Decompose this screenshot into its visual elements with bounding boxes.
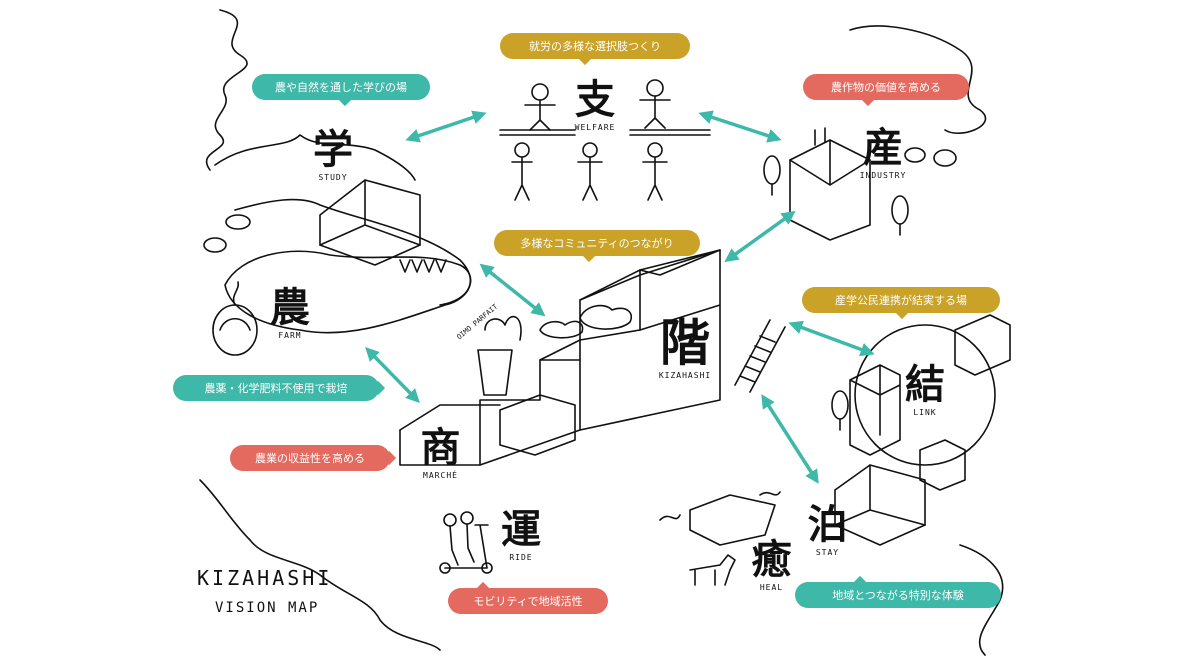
link-label: LINK — [913, 408, 937, 417]
study-kanji: 学 — [313, 127, 353, 173]
welfare-label: WELFARE — [574, 123, 616, 132]
bubble-welfare-text: 就労の多様な選択肢つくり — [529, 40, 661, 53]
potato — [933, 149, 957, 167]
parfait — [477, 349, 513, 396]
bubble-marche: 農業の収益性を高める — [230, 445, 397, 471]
bubble-link: 産学公民連携が結実する場 — [802, 287, 1000, 320]
industry-kanji: 産 — [863, 125, 903, 171]
bubble-study-text: 農や自然を通した学びの場 — [275, 81, 407, 94]
squiggle-line-bottom-left — [199, 479, 441, 651]
link-circle — [854, 324, 996, 466]
bubble-farm: 農薬・化学肥料不使用で栽培 — [173, 375, 386, 401]
squiggle-line-top-left — [205, 9, 248, 171]
tree — [891, 195, 909, 225]
heal-kanji: 癒 — [751, 537, 792, 583]
node-welfare: 支 WELFARE — [570, 80, 620, 132]
node-study: 学 STUDY — [308, 130, 358, 182]
scooter — [444, 524, 489, 569]
tower — [849, 364, 901, 456]
hill-line — [214, 134, 416, 181]
stay-kanji: 泊 — [807, 502, 848, 548]
tree — [763, 155, 781, 185]
cow — [203, 237, 227, 253]
house — [919, 439, 966, 491]
arrow-kizahashi-link — [788, 320, 875, 357]
heal-label: HEAL — [759, 583, 784, 592]
bubble-ride-text: モビリティで地域活性 — [473, 595, 583, 608]
ladder — [734, 319, 786, 393]
campus-building — [954, 314, 1011, 376]
cloud — [579, 304, 632, 330]
farm-label: FARM — [278, 331, 302, 340]
bubble-welfare: 就労の多様な選択肢つくり — [500, 33, 690, 66]
tree — [831, 390, 849, 420]
plant — [659, 491, 781, 521]
bubble-farm-text: 農薬・化学肥料不使用で栽培 — [204, 382, 348, 395]
marche-kanji: 商 — [420, 425, 461, 471]
ride-kanji: 運 — [501, 507, 541, 553]
study-label: STUDY — [318, 173, 348, 182]
node-industry: 産 INDUSTRY — [848, 128, 918, 180]
farm-field — [224, 250, 472, 334]
node-kizahashi: 階 KIZAHASHI — [650, 318, 720, 380]
farm-kanji: 農 — [270, 285, 310, 331]
node-stay: 泊 STAY — [800, 505, 855, 557]
node-link: 結 LINK — [900, 365, 950, 417]
bubble-community-text: 多様なコミュニティのつながり — [520, 237, 674, 250]
bubble-community: 多様なコミュニティのつながり — [494, 230, 700, 263]
node-heal: 癒 HEAL — [744, 540, 799, 592]
welfare-platform — [499, 129, 711, 136]
ride-label: RIDE — [509, 553, 533, 562]
welfare-kanji: 支 — [575, 77, 615, 123]
node-farm: 農 FARM — [265, 288, 315, 340]
kizahashi-kanji: 階 — [660, 314, 710, 372]
bubble-ride: モビリティで地域活性 — [448, 581, 608, 614]
stay-label: STAY — [815, 548, 840, 557]
bubble-industry-text: 農作物の価値を高める — [831, 81, 941, 94]
bubble-industry: 農作物の価値を高める — [803, 74, 969, 107]
arrow-farm-marche — [365, 346, 420, 404]
arrow-welfare-industry — [698, 110, 782, 143]
potato — [904, 147, 926, 163]
arrow-kizahashi-stay — [761, 394, 819, 484]
heal-pool — [689, 494, 776, 546]
crop-rows — [399, 259, 447, 273]
link-kanji: 結 — [905, 362, 945, 408]
arrow-study-welfare — [405, 110, 487, 143]
map-title: KIZAHASHI — [197, 566, 333, 590]
cow — [225, 214, 251, 230]
kizahashi-label: KIZAHASHI — [658, 371, 712, 380]
bubble-link-text: 産学公民連携が結実する場 — [835, 294, 967, 307]
chimney — [814, 127, 826, 146]
node-ride: 運 RIDE — [496, 510, 546, 562]
study-hut — [319, 179, 421, 266]
industry-label: INDUSTRY — [859, 171, 907, 180]
marche-stand — [499, 394, 576, 456]
horse — [689, 554, 736, 586]
marche-label: MARCHÉ — [423, 471, 458, 480]
node-marche: 商 MARCHÉ — [413, 428, 468, 480]
bubble-marche-text: 農業の収益性を高める — [255, 452, 365, 465]
map-subtitle: VISION MAP — [215, 600, 320, 616]
arrow-industry-kizahashi — [724, 210, 796, 263]
bubble-stay: 地域とつながる特別な体験 — [795, 575, 1001, 608]
squiggle-line-top-right — [849, 25, 987, 134]
arrow-community-kizahashi — [479, 263, 546, 317]
bubble-stay-text: 地域とつながる特別な体験 — [832, 589, 964, 602]
study-hut — [319, 179, 421, 246]
bubble-study: 農や自然を通した学びの場 — [252, 74, 430, 107]
cloud — [539, 320, 584, 339]
